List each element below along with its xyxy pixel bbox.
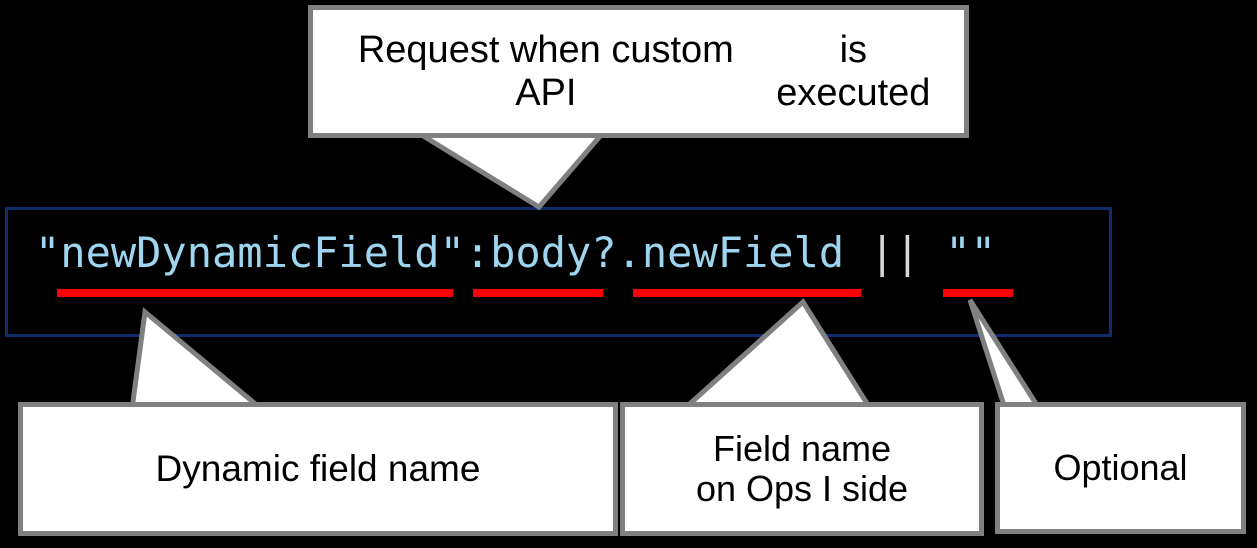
callout-request-when-custom-api-is-executed: Request when custom API is executed: [308, 5, 969, 138]
callout-field-name-on-ops-i-side: Field name on Ops I side: [620, 402, 984, 536]
underline-dynamic-field-name: [57, 289, 453, 297]
code-segment-or-operator: ||: [869, 228, 921, 277]
callout-request-line-2: is executed: [776, 28, 931, 114]
code-expression-panel: "newDynamicField":body?.newField || "": [5, 207, 1112, 337]
callout-dynamic-field-name: Dynamic field name: [18, 402, 618, 536]
underline-body-object: [473, 289, 603, 297]
code-segment-field-and-path: "newDynamicField":body?.newField: [35, 228, 870, 277]
underline-optional-default: [943, 289, 1013, 297]
code-expression-text: "newDynamicField":body?.newField || "": [35, 228, 996, 277]
callout-request-line-1: Request when custom API: [357, 28, 734, 114]
code-segment-default-empty-string: "": [920, 228, 996, 277]
callout-opsi-line-1: Field name: [712, 427, 892, 469]
callout-optional: Optional: [995, 402, 1246, 534]
underline-ops-i-field-name: [633, 289, 861, 297]
callout-dynamic-label: Dynamic field name: [155, 448, 481, 490]
callout-opsi-line-2: on Ops I side: [695, 468, 909, 509]
callout-optional-label: Optional: [1053, 446, 1188, 488]
